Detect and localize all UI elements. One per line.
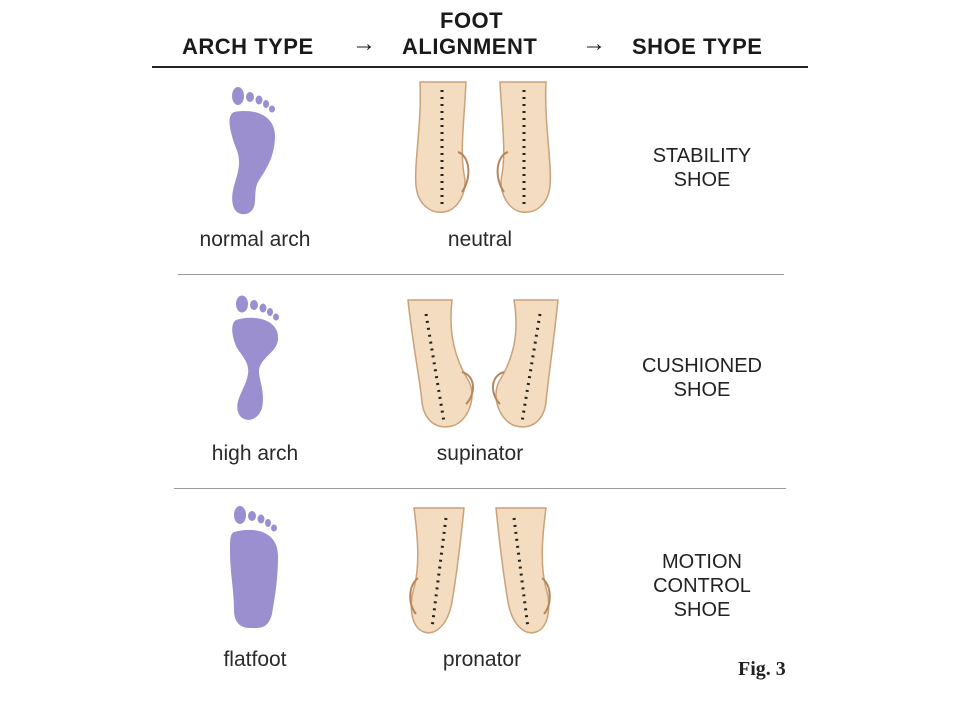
feet-neutral-alignment-icon: [414, 81, 552, 213]
header-rule: [152, 66, 808, 68]
footprint-high-arch-icon: [232, 295, 279, 420]
footprint-flatfoot-icon: [230, 506, 278, 629]
header-arrow-2: →: [582, 30, 606, 57]
figure-label: Fig. 3: [738, 658, 786, 680]
shoe-type-stability: STABILITY SHOE: [602, 144, 802, 192]
shoe-type-line: CUSHIONED: [641, 355, 762, 377]
right-leg: [496, 81, 552, 213]
right-leg: [492, 299, 559, 428]
arch-label-high: high arch: [211, 442, 299, 465]
alignment-label-supinator: supinator: [436, 442, 524, 465]
alignment-label-pronator: pronator: [442, 648, 522, 671]
row-divider-2: [174, 488, 786, 489]
footprint-normal-arch-icon: [229, 87, 276, 215]
left-leg: [409, 507, 465, 634]
arch-label-normal: normal arch: [199, 228, 311, 251]
header-arch-type: ARCH TYPE: [182, 34, 314, 59]
shoe-type-line: MOTION: [662, 551, 742, 573]
shoe-type-line: SHOE: [673, 379, 731, 401]
left-leg: [407, 299, 474, 428]
shoe-type-cushioned: CUSHIONED SHOE: [602, 354, 802, 402]
header-shoe-type: SHOE TYPE: [632, 34, 763, 59]
shoe-type-line: STABILITY: [652, 145, 752, 167]
header-foot-alignment-line2: ALIGNMENT: [402, 34, 538, 59]
feet-pronator-alignment-icon: [409, 507, 551, 634]
header-arrow-1: →: [352, 30, 376, 57]
header-foot-alignment-line1: FOOT: [440, 8, 504, 33]
arch-label-flatfoot: flatfoot: [223, 648, 287, 671]
row-divider-1: [178, 274, 784, 275]
shoe-type-line: SHOE: [673, 169, 731, 191]
shoe-type-motion-control: MOTION CONTROL SHOE: [602, 550, 802, 622]
right-leg: [495, 507, 551, 634]
shoe-type-line: SHOE: [673, 599, 731, 621]
shoe-type-line: CONTROL: [653, 575, 751, 597]
alignment-label-neutral: neutral: [447, 228, 513, 251]
feet-supinator-alignment-icon: [407, 299, 559, 428]
left-leg: [414, 81, 470, 213]
